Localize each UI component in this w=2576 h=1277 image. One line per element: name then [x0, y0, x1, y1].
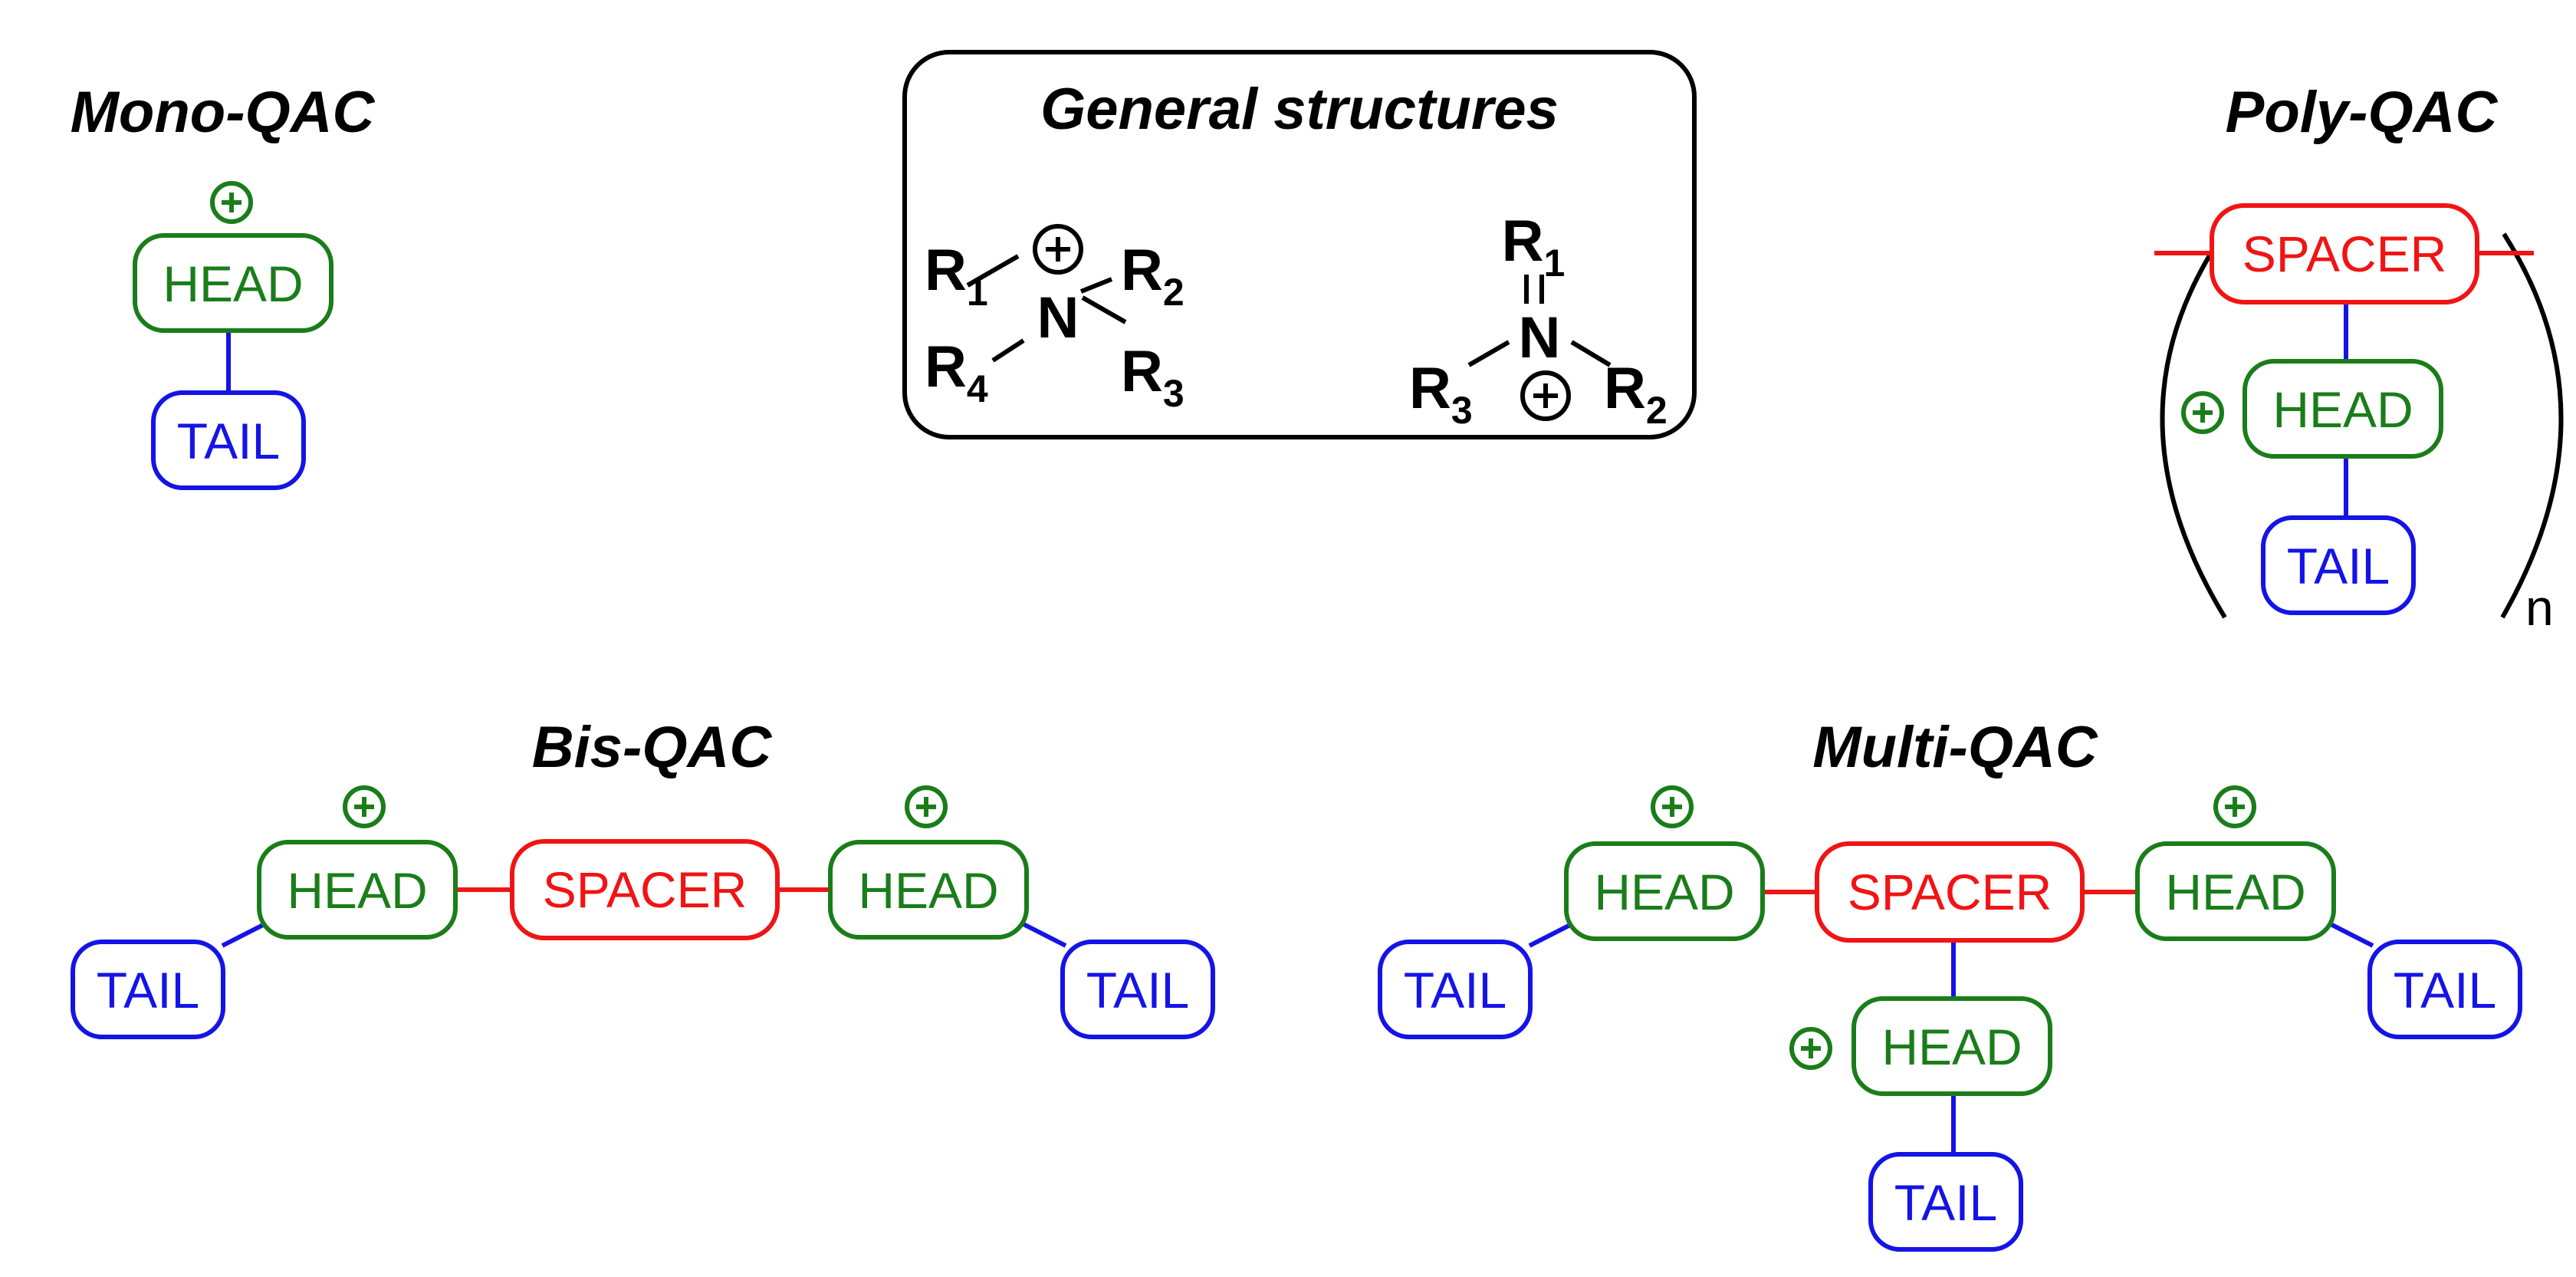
head-box: [828, 840, 1029, 940]
head-label: HEAD: [287, 862, 427, 919]
head-label: HEAD: [1594, 864, 1734, 920]
substituent-r1: R1: [925, 238, 988, 314]
head-box: [2135, 841, 2336, 941]
tail-box: [71, 940, 225, 1039]
bond-n-r3: [1467, 340, 1510, 367]
tail-box: [1378, 940, 1533, 1039]
spacer-box: [2210, 203, 2479, 304]
substituent-r2: R2: [1604, 356, 1668, 432]
multi-qac-title: Multi-QAC: [1812, 715, 2098, 780]
general-structures-title: General structures: [1040, 77, 1559, 142]
tetraalkylammonium-structure: N R1 R2 R3 R4: [925, 226, 1184, 415]
head-label: HEAD: [858, 862, 998, 919]
spacer-label: SPACER: [1848, 864, 2052, 920]
head-tail-bond: [2329, 922, 2374, 948]
substituent-r3: R3: [1409, 356, 1473, 432]
head-label: HEAD: [1881, 1019, 2022, 1075]
iminium-structure: R1 N R3 R2: [1409, 209, 1668, 432]
tail-head-bond: [221, 922, 266, 948]
charge-icon: [1035, 226, 1081, 272]
tail-box: [151, 390, 306, 490]
head-label: HEAD: [163, 255, 303, 312]
bis-qac: Bis-QAC TAIL HEAD SPACER HEAD TAIL: [71, 715, 1215, 1039]
charge-icon: [345, 788, 383, 826]
multi-qac: Multi-QAC TAIL HEAD SPACER HEAD TAIL HEA…: [1378, 715, 2522, 1252]
tail-label: TAIL: [1404, 962, 1506, 1019]
charge-icon: [1792, 1029, 1830, 1068]
tail-box: [2367, 940, 2522, 1039]
poly-qac-title: Poly-QAC: [2226, 80, 2499, 145]
spacer-box: [510, 839, 780, 940]
bond-n-r4: [991, 338, 1025, 363]
tail-label: TAIL: [97, 962, 199, 1019]
bond-n-r2: [1079, 277, 1113, 294]
charge-icon: [2216, 788, 2254, 826]
tail-label: TAIL: [1894, 1174, 1997, 1231]
repeat-bracket-left: [2160, 232, 2227, 619]
tail-head-bond: [1528, 922, 1573, 948]
tail-box: [1060, 940, 1215, 1039]
nitrogen-atom: N: [1037, 285, 1079, 351]
bond-n-r2: [1570, 340, 1612, 367]
bond-n-r1: [966, 254, 1020, 288]
charge-icon: [2183, 393, 2222, 432]
charge-icon: [1653, 788, 1691, 826]
substituent-r1: R1: [1502, 209, 1566, 285]
repeat-bracket-right: [2500, 232, 2564, 619]
tail-label: TAIL: [177, 413, 280, 469]
head-box: [2242, 359, 2443, 459]
head-box: [1564, 841, 1765, 941]
repeat-count: n: [2525, 579, 2554, 636]
spacer-label: SPACER: [2242, 225, 2447, 282]
substituent-r4: R4: [925, 334, 988, 410]
tail-label: TAIL: [2287, 538, 2390, 594]
substituent-r3: R3: [1121, 339, 1184, 415]
head-tail-bond: [1022, 922, 1067, 948]
head-box: [133, 233, 334, 333]
head-box: [257, 840, 458, 940]
spacer-label: SPACER: [543, 861, 748, 918]
charge-icon: [907, 788, 945, 826]
general-structures: General structures N R1 R2 R3 R4 R1 N R3…: [902, 50, 1697, 439]
tail-box: [1868, 1152, 2023, 1252]
general-structures-frame: [902, 50, 1697, 439]
nitrogen-atom: N: [1519, 305, 1561, 370]
head-label: HEAD: [2165, 864, 2305, 920]
mono-qac: Mono-QAC HEAD TAIL: [71, 80, 376, 490]
charge-icon: [1523, 373, 1569, 419]
tail-box: [2261, 515, 2416, 615]
head-box: [1852, 996, 2052, 1096]
bis-qac-title: Bis-QAC: [532, 715, 773, 780]
spacer-box: [1815, 841, 2085, 943]
bond-n-r3: [1081, 295, 1127, 324]
charge-icon: [212, 183, 251, 222]
head-label: HEAD: [2272, 381, 2413, 438]
substituent-r2: R2: [1121, 238, 1184, 314]
poly-qac: Poly-QAC n SPACER HEAD TAIL: [2154, 80, 2564, 636]
tail-label: TAIL: [1086, 962, 1189, 1019]
tail-label: TAIL: [2394, 962, 2496, 1019]
mono-qac-title: Mono-QAC: [71, 80, 376, 145]
